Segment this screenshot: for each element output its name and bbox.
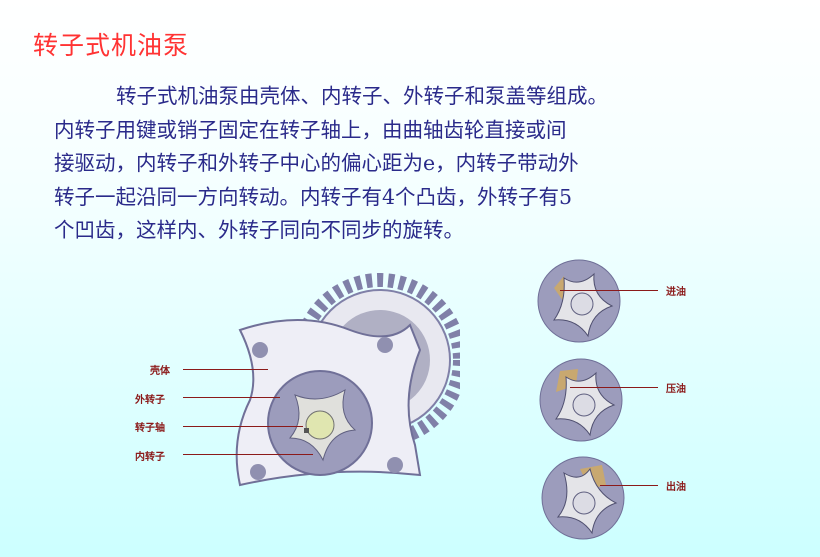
leader-line: [183, 454, 313, 455]
label-rotor-shaft: 转子轴: [135, 423, 165, 434]
leader-line: [560, 290, 658, 291]
leader-line: [183, 369, 268, 370]
label-compress: 压油: [666, 384, 686, 395]
paragraph-line: 内转子用键或销子固定在转子轴上，由曲轴齿轮直接或间: [54, 117, 567, 142]
leader-line: [570, 387, 658, 388]
paragraph-line: 转子一起沿同一方向转动。内转子有4个凸齿，外转子有5: [54, 184, 573, 209]
oil-pump-diagram: [235, 273, 460, 487]
paragraph-line: 个凹齿，这样内、外转子同向不同步的旋转。: [54, 218, 464, 242]
stage-discharge-diagram: [541, 456, 625, 540]
leader-line: [183, 426, 303, 427]
paragraph-line: 转子式机油泵由壳体、内转子、外转子和泵盖等组成。: [116, 84, 608, 108]
stage-intake-diagram: [537, 259, 621, 343]
label-discharge: 出油: [666, 482, 686, 493]
description-paragraph: 转子式机油泵由壳体、内转子、外转子和泵盖等组成。 内转子用键或销子固定在转子轴上…: [54, 80, 774, 248]
leader-line: [183, 397, 280, 398]
label-outer-rotor: 外转子: [135, 395, 165, 406]
label-intake: 进油: [666, 287, 686, 298]
stage-compress-diagram: [539, 358, 623, 442]
slide-title: 转子式机油泵: [33, 31, 190, 60]
label-inner-rotor: 内转子: [135, 452, 165, 463]
label-housing: 壳体: [150, 366, 170, 377]
leader-line: [600, 485, 658, 486]
paragraph-line: 接驱动，内转子和外转子中心的偏心距为e，内转子带动外: [54, 151, 579, 175]
